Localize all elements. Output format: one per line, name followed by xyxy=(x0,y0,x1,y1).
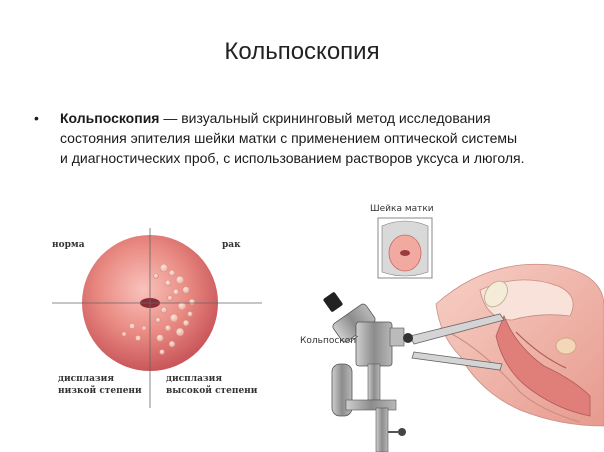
label-low-line1: дисплазия xyxy=(58,374,114,384)
cervix-quadrant-diagram: норма рак дисплазия низкой степени диспл… xyxy=(52,228,267,408)
label-colposcope: Кольпоскоп xyxy=(300,336,357,346)
bullet-dot: • xyxy=(34,110,39,126)
label-low-line2: низкой степени xyxy=(58,386,142,396)
bullet-text: Кольпоскопия — визуальный скрининговый м… xyxy=(60,108,590,168)
bullet-line2: состояния эпителия шейки матки с примене… xyxy=(60,130,518,146)
colposcope-anatomy-illustration: Шейка матки Кольпоскоп xyxy=(290,196,604,452)
bullet-line3: и диагностических проб, с использованием… xyxy=(60,150,525,166)
anatomy-drawing xyxy=(323,217,604,452)
cervix-illustration xyxy=(52,228,262,408)
label-cancer: рак xyxy=(222,240,241,250)
label-norm: норма xyxy=(52,240,85,250)
slide-title: Кольпоскопия xyxy=(224,38,380,65)
bullet-line1: — визуальный скрининговый метод исследов… xyxy=(159,110,491,126)
bullet-term: Кольпоскопия xyxy=(60,110,160,126)
label-high-line1: дисплазия xyxy=(166,374,222,384)
label-cervix: Шейка матки xyxy=(370,204,434,214)
label-high-line2: высокой степени xyxy=(166,386,258,396)
